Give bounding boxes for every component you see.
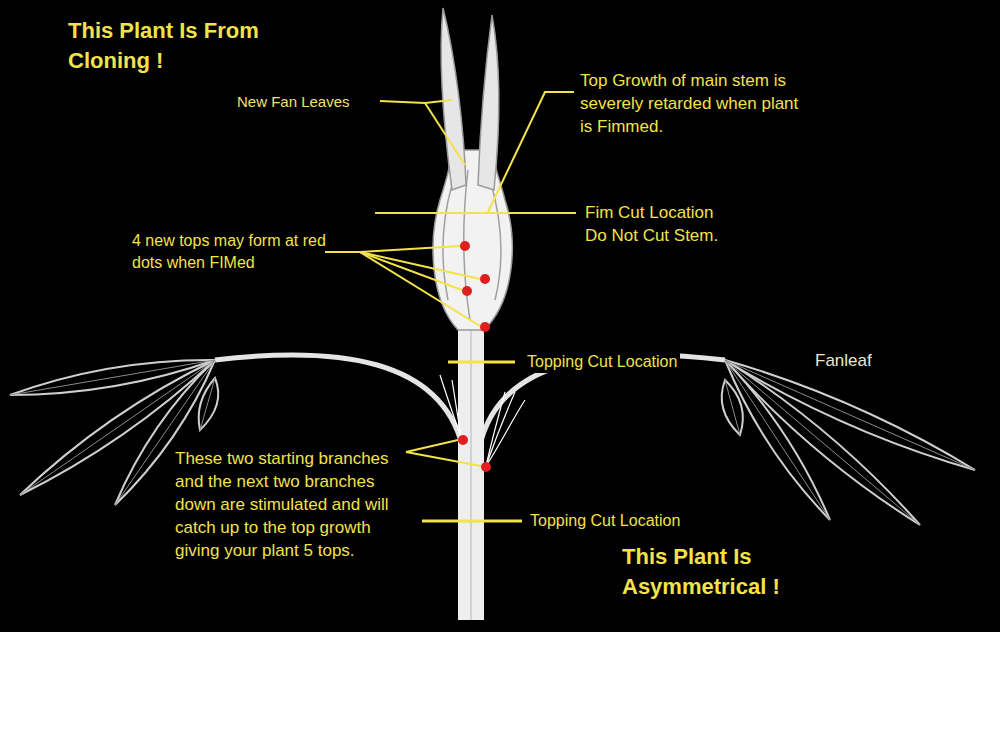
top-bud [433, 150, 512, 330]
topping-cut-line [422, 520, 522, 523]
fim-cut-line [375, 212, 576, 214]
new-fan-leaf [478, 15, 499, 190]
bud-stripe [443, 170, 501, 320]
petiole [215, 355, 462, 445]
title-note: This Plant Is From Cloning ! [68, 16, 303, 75]
new-fan-leaf [441, 8, 466, 190]
annotation: Top Growth of main stem is severely reta… [580, 70, 805, 139]
title-note: This Plant Is Asymmetrical ! [622, 542, 822, 601]
cut-label: Fim Cut Location Do Not Cut Stem. [585, 202, 735, 248]
annotation: 4 new tops may form at red dots when FIM… [132, 230, 332, 273]
part-label: New Fan Leaves [237, 92, 350, 112]
part-label: Fanleaf [815, 350, 872, 373]
fan-leaf [10, 360, 975, 525]
main-stem [458, 320, 484, 620]
leaf-midrib [10, 360, 975, 525]
topping-cut-line [448, 361, 515, 364]
cut-label: Topping Cut Location [524, 351, 680, 373]
leader-line [325, 92, 574, 466]
red-dot [458, 241, 491, 472]
stem-line [471, 330, 472, 620]
dark-ground [0, 0, 1000, 632]
annotation: These two starting branches and the next… [175, 448, 403, 563]
cut-label: Topping Cut Location [530, 510, 680, 532]
new-branch [440, 375, 525, 466]
